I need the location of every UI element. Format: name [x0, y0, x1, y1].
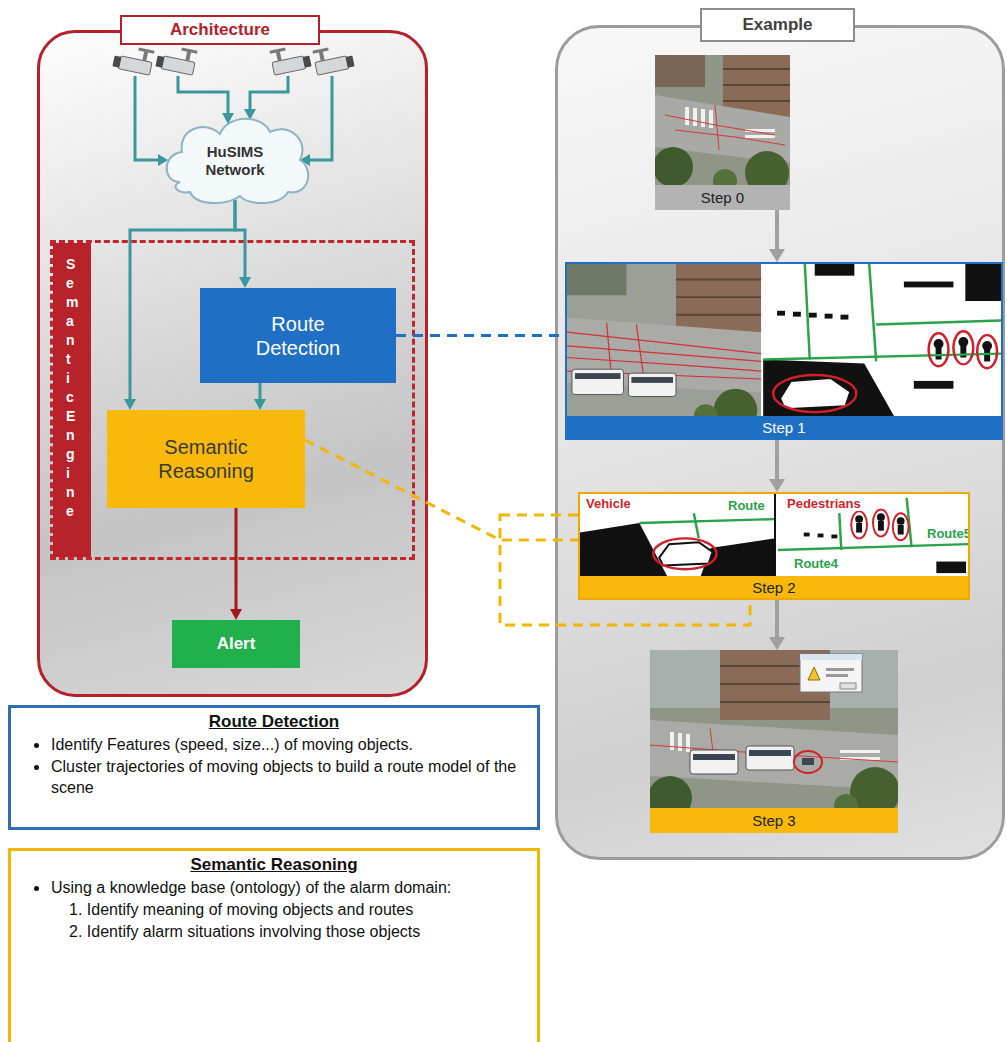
camera-feed-arrowhead: [158, 109, 310, 166]
connector: [769, 600, 785, 650]
vertical-band: Semantic Engine: [53, 243, 91, 557]
architecture-panel: ArchitectureHuSIMS NetworkSemantic Engin…: [37, 30, 428, 697]
bullet-text: Cluster trajectories of moving objects t…: [51, 757, 523, 799]
connector-line: [235, 508, 238, 611]
arrowhead: [769, 249, 785, 262]
example-panel: ExampleStep 0Step 1Step 2VehicleRoutePed…: [555, 25, 1005, 860]
step-label: Step 3: [650, 808, 898, 833]
process-box: Semantic Reasoning: [107, 410, 305, 508]
connector-line: [396, 334, 565, 337]
connector: [769, 440, 785, 492]
connector: [769, 210, 785, 262]
connector: [235, 200, 251, 288]
connector: [230, 508, 242, 620]
camera-feed-arrow: [135, 76, 332, 160]
bullet-text: 1. Identify meaning of moving objects an…: [69, 900, 523, 921]
panel-title: Architecture: [120, 15, 320, 45]
description-box: Route DetectionIdentify Features (speed,…: [8, 705, 540, 830]
arrowhead: [239, 277, 251, 288]
scene-image: [580, 494, 968, 576]
box-label: Semantic Reasoning: [146, 435, 266, 483]
connector-line: [775, 440, 779, 481]
step-figure: Step 3: [650, 650, 898, 833]
camera-icon: [312, 43, 354, 75]
box-heading: Route Detection: [25, 712, 523, 732]
step-label: Step 1: [567, 416, 1001, 438]
scene-image: [655, 55, 790, 185]
bullet-text: 2. Identify alarm situations involving t…: [69, 922, 523, 943]
engine-region: Semantic Engine Route DetectionSemantic R…: [50, 240, 415, 560]
camera-icon: [269, 43, 311, 75]
connector-line: [259, 383, 262, 401]
connector: [396, 335, 565, 336]
connector-line: [775, 210, 779, 251]
dashed-bracket: [500, 515, 750, 625]
connector: [254, 383, 266, 410]
cloud-label: HuSIMS Network: [195, 143, 275, 179]
connector-line: [775, 600, 779, 639]
arrowhead: [769, 637, 785, 650]
box-label: Alert: [217, 634, 256, 654]
connector: [124, 200, 235, 410]
process-box: Route Detection: [200, 288, 396, 383]
connector-line: [305, 440, 578, 540]
step-figure: Step 1: [565, 262, 1003, 440]
step-label: Step 2: [580, 576, 968, 598]
bullet-text: Identify Features (speed, size...) of mo…: [51, 735, 523, 756]
scene-image: [567, 264, 1001, 416]
camera-icon: [112, 43, 154, 75]
box-heading: Semantic Reasoning: [25, 855, 523, 875]
image-label: Route4: [792, 556, 840, 571]
arrowhead: [254, 399, 266, 410]
description-box: Semantic ReasoningUsing a knowledge base…: [8, 848, 540, 1042]
arrowhead: [769, 479, 785, 492]
scene-image: [650, 650, 898, 808]
image-label: Vehicle: [584, 496, 633, 511]
alert-box: Alert: [172, 620, 300, 668]
step-figure: Step 2 Vehicle Route PedestriansRoute5Route…: [578, 492, 970, 600]
step-label: Step 0: [655, 185, 790, 210]
arrowhead: [230, 609, 242, 620]
image-label: Pedestrians: [785, 496, 863, 511]
network-cloud: HuSIMS Network: [160, 110, 310, 205]
band-label: Semantic Engine: [66, 255, 70, 521]
camera-icon: [155, 43, 197, 75]
bullet-text: Using a knowledge base (ontology) of the…: [51, 878, 523, 899]
image-label: Route: [726, 498, 767, 513]
panel-title: Example: [700, 8, 855, 42]
connector-line: [130, 200, 235, 401]
box-label: Route Detection: [238, 312, 358, 360]
arrowhead: [124, 399, 136, 410]
step-figure: Step 0: [655, 55, 790, 210]
image-label: Route5: [925, 526, 970, 541]
connector: [305, 440, 578, 540]
